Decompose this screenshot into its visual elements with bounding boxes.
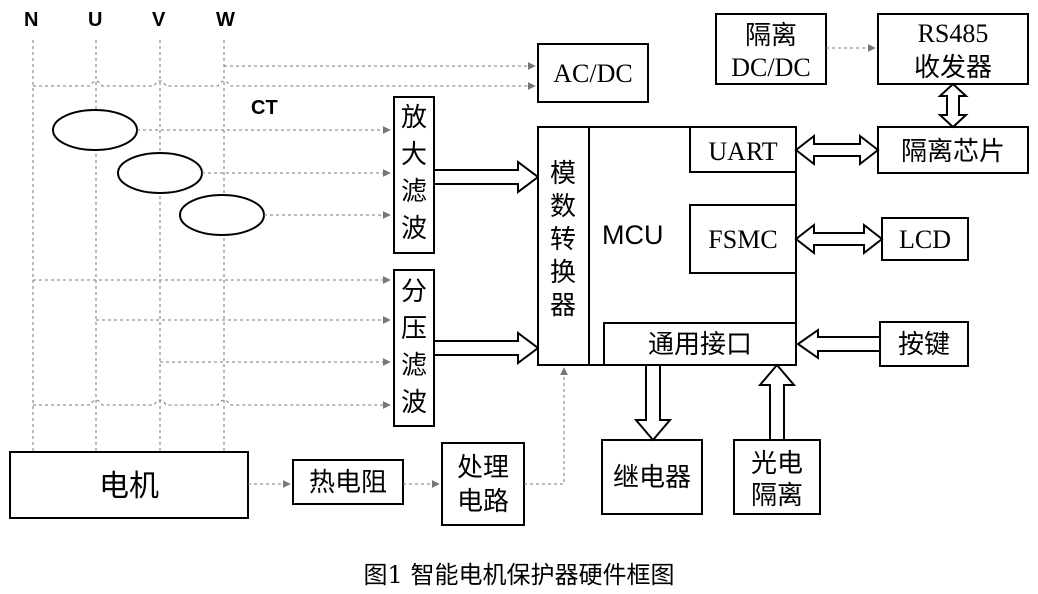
uart-label: UART [708,137,777,166]
ct-label: CT [251,97,278,119]
keys-label: 按键 [898,330,950,360]
lcd-label: LCD [899,225,951,254]
figure-caption: 图1 智能电机保护器硬件框图 [364,561,675,589]
opto-block [733,439,821,515]
gpio-label: 通用接口 [648,330,752,360]
motor-block [9,451,249,519]
ct-signal-lines [137,126,391,219]
opto-label-2: 隔离 [751,481,803,511]
fsmc-lcd-double-arrow [794,222,884,256]
phase-label-w: W [216,9,235,31]
proc-label-1: 处理 [457,453,509,483]
rs485-label-1: RS485 [918,19,989,48]
acdc-label: AC/DC [553,59,632,88]
opto-to-gpio-arrow [757,363,797,441]
keys-block [879,321,969,367]
mcu-label: MCU [602,220,664,250]
iso-dcdc-label-2: DC/DC [731,53,810,82]
div-filter-char-4: 波 [401,388,427,418]
adc-char-4: 换 [550,258,576,288]
fsmc-block [689,204,797,274]
proc-label-2: 电路 [457,487,509,517]
thermistor-label: 热电阻 [309,468,387,498]
div-filter-block [393,269,435,427]
uart-iso-double-arrow [794,133,880,167]
rs485-iso-double-arrow [937,82,969,129]
phase-label-v: V [152,9,166,31]
amp-filter-char-3: 滤 [401,177,427,207]
iso-chip-label: 隔离芯片 [901,137,1005,167]
relay-label: 继电器 [613,463,691,493]
phase-label-n: N [24,9,38,31]
relay-block [601,439,703,515]
amp-filter-block [393,96,435,254]
phase-label-u: U [88,9,102,31]
adc-char-2: 数 [550,192,576,222]
thermistor-block [292,459,404,505]
proc-block [441,442,525,526]
amp-filter-char-2: 大 [401,140,427,170]
amp-to-adc-arrow [433,160,540,194]
iso-dcdc-block [715,13,827,85]
proc-to-adc-arrow [524,367,568,485]
voltage-signal-lines [33,276,391,409]
amp-filter-char-4: 波 [401,214,427,244]
motor-label: 电机 [99,469,159,504]
iso-dcdc-label-1: 隔离 [745,21,797,51]
rs485-label-2: 收发器 [914,53,992,83]
div-filter-char-3: 滤 [401,351,427,381]
gpio-block [603,322,797,366]
div-to-adc-arrow [433,331,540,365]
amp-filter-char-1: 放 [401,103,427,133]
adc-char-5: 器 [550,291,576,321]
uart-block [689,126,797,173]
adc-char-1: 模 [550,159,576,189]
gpio-to-relay-arrow [633,364,673,442]
div-filter-char-2: 压 [401,314,427,344]
acdc-block [537,43,649,103]
acdc-feed-lines [33,62,536,90]
fsmc-label: FSMC [708,225,777,254]
phase-lines [32,40,225,452]
keys-to-gpio-arrow [796,328,881,360]
opto-label-1: 光电 [751,449,803,479]
adc-char-3: 转 [550,225,576,255]
div-filter-char-1: 分 [401,277,427,307]
